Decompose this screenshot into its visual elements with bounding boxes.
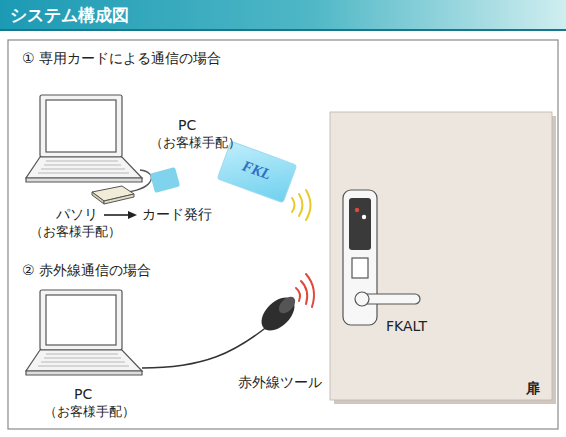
- product-name: FKALT: [386, 318, 427, 335]
- card-signal: [292, 198, 295, 212]
- card-reader: [92, 192, 104, 204]
- device-label: パソリ: [56, 206, 98, 223]
- supply-note: （お客様手配）: [150, 135, 241, 151]
- ir-signal: [301, 281, 307, 304]
- fkl-card: [217, 141, 296, 203]
- arrow: [128, 211, 137, 219]
- laptop: [38, 354, 129, 366]
- ir-cable: [142, 326, 268, 368]
- blank-card: [150, 167, 180, 193]
- door-lock: [355, 292, 369, 306]
- device-label: 赤外線ツール: [238, 374, 322, 391]
- laptop: [46, 295, 116, 345]
- door-lock: [349, 198, 371, 250]
- card-signal: [299, 194, 303, 216]
- arrow: [104, 211, 137, 219]
- laptop: [40, 290, 122, 350]
- door-lock: [343, 190, 420, 325]
- laptop: [26, 157, 142, 178]
- diagram-title: システム構成図: [10, 5, 129, 25]
- section-heading: ② 赤外線通信の場合: [22, 262, 151, 279]
- laptop: [26, 178, 142, 182]
- supply-note: （お客様手配）: [30, 224, 121, 240]
- ir-tool: [276, 294, 299, 317]
- blank-card: [150, 167, 180, 193]
- card-signal: [292, 190, 311, 220]
- door-lock: [352, 258, 368, 278]
- laptop: [26, 290, 142, 375]
- card-reader: [104, 194, 134, 204]
- door: [330, 112, 556, 404]
- ir-cable: [142, 326, 268, 368]
- laptop: [40, 95, 122, 157]
- process-label: カード発行: [142, 206, 212, 223]
- laptop: [38, 161, 129, 173]
- supply-note: （お客様手配）: [44, 404, 135, 420]
- device-label: PC: [178, 117, 196, 134]
- ir-tool: [255, 291, 300, 336]
- title-band: [0, 0, 566, 30]
- ir-tool: [255, 291, 300, 336]
- ir-signal: [296, 274, 314, 307]
- panel-frame: [8, 40, 558, 429]
- door-lock: [343, 190, 377, 325]
- ir-signal: [296, 288, 300, 301]
- door: [330, 112, 552, 400]
- arrow: [104, 214, 130, 216]
- title-band: [0, 0, 566, 31]
- title-band: [0, 29, 566, 31]
- door-label: 扉: [526, 380, 540, 397]
- laptop: [26, 95, 142, 182]
- card-reader: [92, 186, 134, 204]
- fkl-card: [217, 141, 296, 203]
- card-signal: [306, 190, 311, 220]
- device-label: PC: [74, 386, 92, 403]
- laptop: [26, 350, 142, 371]
- usb-cable: [128, 170, 151, 192]
- laptop: [26, 371, 142, 375]
- panel-frame: [8, 40, 558, 429]
- door-lock: [355, 208, 359, 212]
- laptop: [46, 100, 116, 152]
- ir-signal: [306, 274, 314, 307]
- usb-cable: [128, 170, 151, 192]
- door-lock: [362, 215, 366, 219]
- section-heading: ① 専用カードによる通信の場合: [22, 50, 221, 67]
